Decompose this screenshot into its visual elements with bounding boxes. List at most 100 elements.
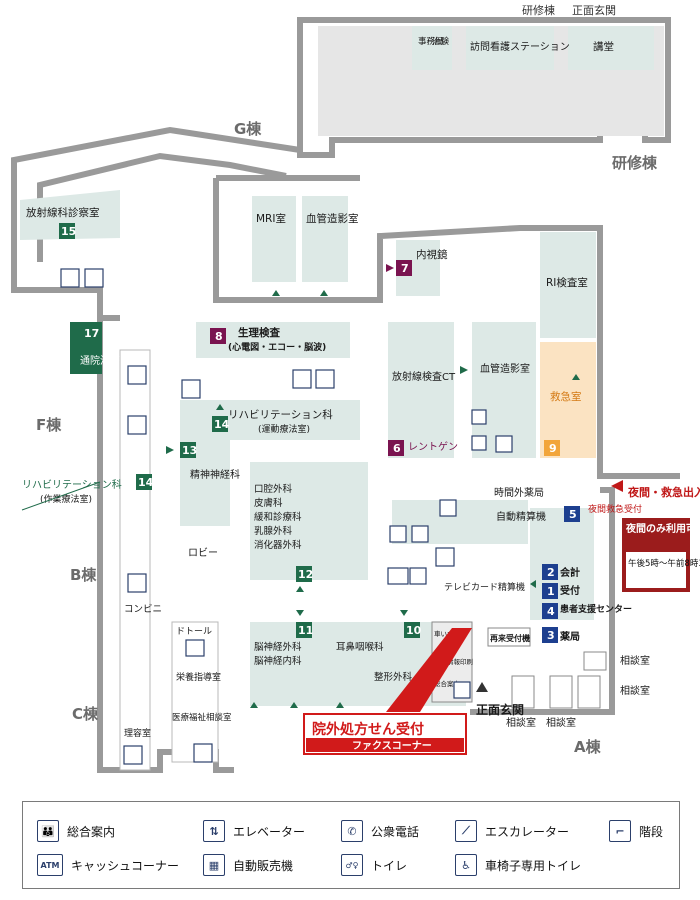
- room-rentogen: レントゲン: [408, 441, 458, 453]
- phone-icon: ✆: [341, 820, 363, 842]
- legend-item: ATM キャッシュコーナー: [37, 854, 179, 876]
- room-jibi: 耳鼻咽喉科: [336, 641, 384, 653]
- room-kodo: 講堂: [593, 40, 614, 53]
- badge-14-f: 14: [214, 418, 230, 431]
- entrance-arrow-icon: [216, 404, 224, 410]
- room-telecard: テレビカード精算機: [444, 581, 525, 593]
- room-tsuin: 通院治療センター: [80, 354, 160, 367]
- room-sogo-annai: 総合案内: [434, 679, 460, 688]
- toilet-icon: [411, 525, 429, 543]
- atm-icon: [387, 567, 409, 585]
- room-nyusen: 乳腺外科: [254, 525, 293, 537]
- room-ri: RI検査室: [546, 276, 588, 289]
- building-labels: G棟 研修棟 正面玄関 研修棟 F棟 B棟 C棟 A棟: [36, 3, 658, 756]
- stairs-icon: [193, 743, 213, 763]
- prescription-pointer: [386, 628, 472, 712]
- entrance-arrow-icon: [320, 290, 328, 296]
- room-eiyo: 栄養指導室: [176, 671, 221, 683]
- badge-15: 15: [61, 225, 76, 238]
- legend-label: エレベーター: [233, 824, 306, 839]
- room-chiken: 治験: [432, 36, 450, 47]
- legend-item: ✆ 公衆電話: [341, 820, 419, 842]
- vending-icon: [127, 573, 147, 593]
- legend-item: ♿ 車椅子専用トイレ: [455, 854, 581, 876]
- badge-9: 9: [549, 442, 557, 455]
- legend-item: ⟋ エスカレーター: [455, 820, 569, 842]
- room-jikangai: 時間外薬局: [494, 487, 544, 499]
- room-conveni: コンビニ: [124, 604, 162, 615]
- room-yakkyoku: 薬局: [559, 630, 580, 643]
- room-sodan1: 相談室: [620, 654, 650, 667]
- night-entrance-label: 夜間・救急出入口: [627, 485, 700, 499]
- room-naishikyo: 内視鏡: [416, 248, 448, 261]
- room-shoka: 消化器外科: [254, 539, 302, 551]
- escalator-icon: ⟋: [455, 820, 477, 842]
- vending-icon: ▦: [203, 854, 225, 876]
- entrance-arrow-icon: [460, 366, 468, 374]
- room-seishin: 精神神経科: [190, 468, 240, 481]
- legend-item: 👪 総合案内: [37, 820, 115, 842]
- building-b: B棟: [70, 566, 97, 584]
- badge-14-left: 14: [138, 476, 154, 489]
- legend: 👪 総合案内 ⇅ エレベーター ✆ 公衆電話 ⟋ エスカレーター ⌐ 階段 AT…: [22, 801, 680, 889]
- toilet-icon: [127, 415, 147, 435]
- info-desk-icon: [453, 681, 471, 699]
- wheelchair-toilet-icon: ♿: [455, 854, 477, 876]
- room-ct: 放射線検査CT: [392, 370, 456, 383]
- badge-12: 12: [298, 568, 313, 581]
- walls: [11, 17, 680, 773]
- badge-1: 1: [547, 585, 555, 598]
- room-reha-left-sub: (作業療法室): [40, 493, 92, 505]
- room-yakan-uketsuke: 夜間救急受付: [588, 503, 642, 515]
- entrance-arrow-icon: [476, 682, 488, 692]
- legend-label: 自動販売機: [233, 858, 294, 873]
- badge-17: 17: [84, 327, 99, 340]
- badge-4: 4: [547, 605, 555, 618]
- stairs-icon: [315, 369, 335, 389]
- room-sodan4: 相談室: [546, 716, 576, 729]
- entrance-arrow-icon: [386, 264, 394, 272]
- legend-label: 総合案内: [67, 824, 116, 839]
- toilet-icon: [292, 369, 312, 389]
- room-seikei: 整形外科: [374, 671, 413, 683]
- room-kekkan2: 血管造影室: [480, 362, 530, 375]
- legend-item: ⌐ 階段: [609, 820, 663, 842]
- room-kanja: 患者支援センター: [560, 603, 632, 615]
- room-saiyoshin: 再来受付機: [490, 633, 530, 643]
- room-sodan3: 相談室: [506, 716, 536, 729]
- night-entrance-arrow-icon: [611, 480, 623, 492]
- entrance-arrow-icon: [296, 610, 304, 616]
- prescription-label: 院外処方せん受付: [312, 721, 424, 738]
- room-seiri: 生理検査: [238, 326, 280, 339]
- elevator-icon: [123, 745, 143, 765]
- room-hoshasen: 放射線科診察室: [26, 206, 100, 219]
- night-hours-label: 午後5時〜午前8時30分: [628, 558, 700, 569]
- building-f: F棟: [36, 416, 62, 434]
- room-doutoru: ドトール: [176, 627, 212, 637]
- room-labels: 事務局 治験 訪問看護ステーション 講堂 放射線科診察室 MRI室 血管造影室 …: [22, 36, 650, 739]
- wheelchair-toilet-icon: [181, 379, 201, 399]
- room-seiri-sub: (心電図・エコー・脳波): [228, 341, 326, 353]
- entrance-arrow-icon: [572, 374, 580, 380]
- elevator-icon: [84, 268, 104, 288]
- legend-item: ♂♀ トイレ: [341, 854, 407, 876]
- legend-label: 公衆電話: [371, 824, 420, 839]
- rooms: [20, 26, 664, 771]
- wheelchair-toilet-icon: [495, 435, 513, 453]
- room-hifu: 皮膚科: [254, 497, 283, 509]
- elevator-icon: ⇅: [203, 820, 225, 842]
- badge-7: 7: [401, 262, 409, 275]
- entrance-arrow-icon: [250, 702, 258, 708]
- room-reha-left: リハビリテーション科: [22, 478, 122, 491]
- info-icon: [471, 409, 487, 425]
- room-noshinkei-geka: 脳神経外科: [254, 641, 302, 653]
- escalator-icon: [435, 547, 455, 567]
- callouts: 夜間・救急出入口 夜間のみ利用可能 午後5時〜午前8時30分 院外処方せん受付 …: [303, 485, 700, 755]
- room-shomen: 正面玄関: [476, 702, 524, 717]
- phone-icon: [409, 567, 427, 585]
- room-jimukyoku: 事務局: [418, 36, 444, 47]
- badge-8: 8: [215, 330, 223, 343]
- atm-icon: ATM: [37, 854, 63, 876]
- entrance-arrow-icon: [272, 290, 280, 296]
